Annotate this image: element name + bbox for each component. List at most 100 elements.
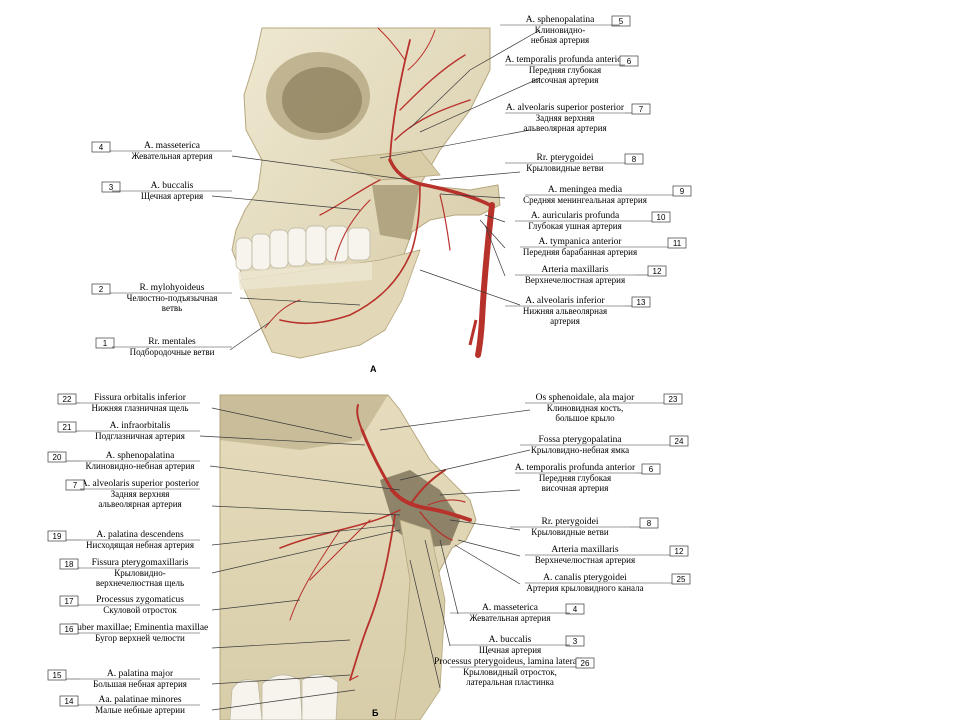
leader-line: [419, 269, 521, 306]
label-latin: A. infraorbitalis: [110, 420, 171, 431]
number-box: [667, 237, 687, 249]
label-latin: Fissura orbitalis inferior: [94, 392, 187, 403]
callout-number: 4: [99, 143, 104, 152]
callout-b-16: Tuber maxillae; Eminentia maxillaeБугор …: [59, 623, 208, 643]
label-latin: Arteria maxillaris: [551, 545, 619, 555]
number-box: [91, 141, 111, 153]
callout-number: 7: [73, 481, 78, 490]
label-latin: Processus zygomaticus: [96, 595, 184, 605]
label-russian: Средняя менингеальная артерия: [523, 195, 647, 205]
leader-line: [211, 195, 361, 211]
label-latin: Rr. pterygoidei: [537, 153, 594, 163]
label-russian: альвеолярная артерия: [523, 123, 606, 133]
number-box: [565, 635, 585, 647]
number-box: [663, 393, 683, 405]
label-russian: Клиновидно-небная артерия: [86, 461, 195, 471]
label-latin: Aa. palatinae minores: [98, 695, 181, 705]
label-russian: Щечная артерия: [479, 645, 541, 655]
skull-illustration-a: [231, 27, 501, 359]
number-box: [565, 603, 585, 615]
leader-line: [439, 193, 506, 199]
label-russian: височная артерия: [532, 75, 599, 85]
number-box: [95, 337, 115, 349]
label-latin: A. auricularis profunda: [531, 210, 620, 221]
label-russian: верхнечелюстная щель: [96, 578, 184, 588]
label-latin: R. mylohyoideus: [140, 283, 205, 293]
label-russian: Верхнечелюстная артерия: [535, 555, 635, 565]
callout-number: 6: [649, 465, 654, 474]
callout-number: 16: [65, 625, 74, 634]
number-box: [59, 558, 79, 570]
number-box: [641, 463, 661, 475]
label-russian: Подглазничная артерия: [95, 431, 185, 441]
label-latin: A. palatina major: [107, 669, 174, 679]
label-russian: альвеолярная артерия: [98, 499, 181, 509]
leader-line: [379, 129, 531, 159]
label-russian: Скуловой отросток: [103, 605, 177, 615]
label-russian: ветвь: [162, 303, 182, 313]
label-russian: Крыловидные ветви: [526, 163, 604, 173]
callout-number: 26: [581, 659, 590, 668]
number-box: [631, 103, 651, 115]
number-box: [47, 530, 67, 542]
leader-line: [211, 407, 353, 439]
leader-line: [484, 214, 506, 223]
label-russian: Челюстно-подъязычная: [127, 293, 218, 303]
callout-number: 19: [53, 532, 62, 541]
leader-line: [209, 465, 401, 491]
leader-line: [239, 297, 361, 306]
callout-number: 7: [639, 105, 644, 114]
label-latin: A. sphenopalatina: [526, 15, 595, 25]
number-box: [575, 657, 595, 669]
number-box: [65, 479, 85, 491]
leader-line: [479, 219, 506, 249]
label-latin: A. sphenopalatina: [106, 451, 175, 461]
number-box: [91, 283, 111, 295]
callout-number: 17: [65, 597, 74, 606]
number-box: [671, 573, 691, 585]
label-russian: Передняя глубокая: [529, 65, 601, 75]
leader-line: [199, 435, 366, 446]
callout-number: 22: [63, 395, 72, 404]
label-russian: латеральная пластинка: [466, 677, 554, 687]
label-latin: A. alveolaris superior posterior: [81, 479, 200, 489]
number-box: [619, 55, 639, 67]
number-box: [101, 181, 121, 193]
leader-lines: [199, 29, 541, 711]
label-russian: Большая небная артерия: [93, 679, 187, 689]
number-box: [651, 211, 671, 223]
leader-line: [229, 321, 271, 351]
leader-line: [429, 171, 521, 181]
callout-number: 21: [63, 423, 72, 432]
callout-number: 13: [637, 298, 646, 307]
label-latin: A. palatina descendens: [96, 530, 184, 540]
number-box: [59, 695, 79, 707]
label-latin: Arteria maxillaris: [541, 265, 609, 275]
label-russian: Крыловидный отросток,: [463, 667, 557, 677]
leader-line: [211, 689, 356, 711]
label-latin: A. temporalis profunda anterior: [505, 54, 626, 65]
label-latin: A. meningea media: [548, 185, 623, 195]
label-latin: A. tympanica anterior: [538, 237, 622, 247]
label-latin: A. buccalis: [489, 635, 532, 645]
leader-line: [211, 639, 351, 649]
callout-a-6: A. temporalis profunda anteriorПередняя …: [505, 54, 639, 85]
callout-number: 6: [627, 57, 632, 66]
number-box: [611, 15, 631, 27]
label-russian: артерия: [550, 316, 580, 326]
callout-number: 9: [680, 187, 685, 196]
number-box: [57, 393, 77, 405]
